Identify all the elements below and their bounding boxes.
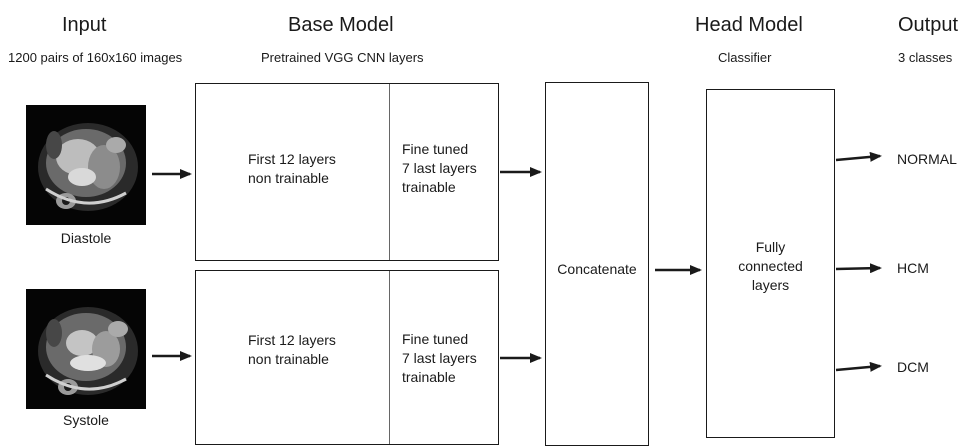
output-label-hcm: HCM	[897, 260, 929, 276]
output-label-dcm: DCM	[897, 359, 929, 375]
input-subtitle: 1200 pairs of 160x160 images	[8, 50, 183, 65]
arrow-to-hcm	[835, 263, 882, 274]
systole-image	[26, 289, 146, 409]
base-model-title: Base Model	[288, 14, 394, 36]
frozen-layers-label: First 12 layers non trainable	[248, 332, 336, 367]
cardiac-mri-diastole-icon	[26, 105, 146, 225]
arrow-to-dcm	[835, 361, 882, 372]
head-model-title: Head Model	[695, 14, 803, 36]
input-title: Input	[62, 14, 107, 36]
output-title: Output	[898, 14, 959, 36]
systole-caption: Systole	[63, 412, 109, 428]
base-model-block-diastole: First 12 layers non trainable Fine tuned…	[195, 83, 499, 261]
fine-tuned-layers-label: Fine tuned 7 last layers trainable	[402, 141, 477, 195]
classifier-label: Fully connected layers	[738, 239, 803, 293]
cardiac-mri-systole-icon	[26, 289, 146, 409]
classifier-block: Fully connected layers	[706, 89, 835, 438]
diastole-caption: Diastole	[60, 230, 112, 246]
arrow-to-normal	[835, 151, 882, 162]
block-divider	[389, 271, 390, 444]
output-subtitle: 3 classes	[898, 50, 953, 65]
fine-tuned-layers-label: Fine tuned 7 last layers trainable	[402, 331, 477, 385]
block-divider	[389, 84, 390, 260]
concatenate-label: Concatenate	[557, 261, 637, 277]
output-label-normal: NORMAL	[897, 151, 957, 167]
concatenate-block: Concatenate	[545, 82, 649, 446]
base-model-subtitle: Pretrained VGG CNN layers	[261, 50, 424, 65]
base-model-block-systole: First 12 layers non trainable Fine tuned…	[195, 270, 499, 445]
frozen-layers-label: First 12 layers non trainable	[248, 151, 336, 186]
diastole-image	[26, 105, 146, 225]
head-model-subtitle: Classifier	[718, 50, 772, 65]
